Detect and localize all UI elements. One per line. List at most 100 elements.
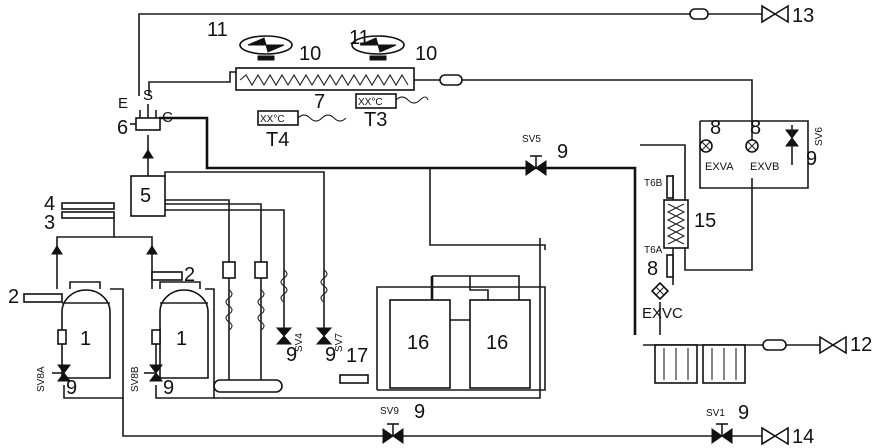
valve-sv1 xyxy=(711,423,733,444)
stop-valve-12 xyxy=(819,335,847,355)
pipe-accumulator-feed xyxy=(429,168,546,250)
label-t4-display: XX°C xyxy=(260,114,285,125)
sensor-t3 xyxy=(355,93,429,109)
label-8-exva: 8 xyxy=(710,117,721,139)
filter-12 xyxy=(762,339,787,351)
label-10-left: 10 xyxy=(299,43,321,65)
capillary-coils xyxy=(222,261,328,331)
label-9-sv1: 9 xyxy=(738,402,749,424)
accumulator-16-left xyxy=(389,299,451,389)
valve-sv4 xyxy=(275,327,293,345)
exv-c xyxy=(650,281,670,301)
label-T6A: T6A xyxy=(644,245,663,256)
exv-a xyxy=(699,139,713,153)
label-EXVA: EXVA xyxy=(705,161,734,173)
valve-sv8a xyxy=(52,364,71,382)
label-9-sv4: 9 xyxy=(286,344,297,366)
pipe-bottom-to-14 xyxy=(122,398,762,437)
label-SV8A: SV8A xyxy=(36,366,47,392)
label-11-right: 11 xyxy=(349,27,370,49)
label-EXVB: EXVB xyxy=(750,161,779,173)
label-16-left: 16 xyxy=(407,332,429,354)
label-5: 5 xyxy=(140,185,151,207)
label-9-sv7: 9 xyxy=(325,344,336,366)
label-2-right: 2 xyxy=(184,264,195,286)
sensor-t4-wire xyxy=(297,114,347,122)
compressor-1-right xyxy=(151,271,209,379)
label-10-right: 10 xyxy=(415,43,437,65)
plate-heat-exchanger-15 xyxy=(663,199,689,249)
label-SV9: SV9 xyxy=(380,406,399,417)
sensor-t3-wire xyxy=(395,96,429,104)
solenoid-valves xyxy=(52,125,799,444)
label-9-sv8a: 9 xyxy=(66,377,77,399)
evaporator-coils xyxy=(654,344,746,384)
pipe-separator-to-sv7 xyxy=(164,171,325,334)
label-17: 17 xyxy=(346,345,368,367)
label-1-left: 1 xyxy=(80,328,91,350)
pipe-phe-out xyxy=(684,178,753,271)
label-6: 6 xyxy=(117,117,128,139)
label-14: 14 xyxy=(792,426,814,448)
label-8-exvb: 8 xyxy=(750,117,761,139)
pipe-phe-right xyxy=(640,144,686,200)
pipe-top-to-13 xyxy=(138,13,690,96)
sensor-t6a-body xyxy=(666,254,674,278)
check-valve-under-6 xyxy=(142,149,154,159)
filter-hx7 xyxy=(439,74,463,86)
pipe-bottom-return xyxy=(214,238,541,399)
pipe-valve-to-hx7 xyxy=(148,71,240,96)
exv-b xyxy=(745,139,759,153)
label-7: 7 xyxy=(314,91,325,113)
label-T4: T4 xyxy=(266,129,289,151)
label-16-right: 16 xyxy=(486,332,508,354)
label-3: 3 xyxy=(44,212,55,234)
stop-valve-13 xyxy=(761,4,789,24)
check-valves xyxy=(51,149,158,255)
fan-10-right xyxy=(351,35,405,61)
four-way-valve-6 xyxy=(130,104,161,131)
pipe-accumulator-tee xyxy=(432,275,520,300)
label-SV5: SV5 xyxy=(522,134,541,145)
label-T3: T3 xyxy=(364,109,387,131)
label-t3-display: XX°C xyxy=(358,97,383,108)
check-valve-left xyxy=(51,245,63,255)
pipe-separator-cap2 xyxy=(165,203,262,385)
oil-separator-5 xyxy=(130,175,166,217)
label-C: C xyxy=(162,109,173,126)
pipe-discharge-manifold xyxy=(56,217,115,289)
port-4 xyxy=(61,202,115,210)
port-3 xyxy=(61,211,115,219)
label-2-left: 2 xyxy=(8,286,19,308)
label-4: 4 xyxy=(44,193,55,215)
label-E: E xyxy=(118,95,128,112)
label-9-sv9: 9 xyxy=(414,401,425,423)
heat-exchanger-coil xyxy=(239,73,409,87)
pipe-compressor1a-loop xyxy=(69,281,101,289)
pipe-accumulator-b-in xyxy=(469,276,489,300)
valve-sv9 xyxy=(382,423,404,444)
label-SV7: SV7 xyxy=(334,333,345,352)
pipe-hx7-to-expansion xyxy=(462,79,753,140)
label-9-sv6: 9 xyxy=(806,148,817,170)
label-8-exvc: 8 xyxy=(647,258,658,280)
accumulator-16-right xyxy=(469,299,531,389)
label-S: S xyxy=(143,87,153,104)
stop-valve-14 xyxy=(761,426,789,446)
label-SV1: SV1 xyxy=(706,408,725,419)
receiver-tube xyxy=(213,379,283,393)
label-SV8B: SV8B xyxy=(130,366,141,392)
pipe-compressor1b-loop xyxy=(159,281,201,289)
sensor-t6b-body xyxy=(666,175,674,199)
label-12: 12 xyxy=(850,334,872,356)
label-9-sv5: 9 xyxy=(557,141,568,163)
sensor-t4 xyxy=(257,110,347,126)
label-13: 13 xyxy=(792,5,814,27)
label-T6B: T6B xyxy=(644,178,663,189)
label-9-sv8b: 9 xyxy=(163,377,174,399)
pipe-discharge-right xyxy=(114,236,153,289)
label-SV4: SV4 xyxy=(294,333,305,352)
filter-top xyxy=(689,8,709,20)
label-EXVC: EXVC xyxy=(642,305,683,322)
